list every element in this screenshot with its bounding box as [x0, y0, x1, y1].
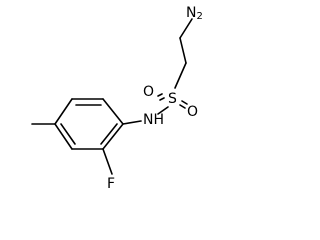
ring-double-bond-left — [60, 123, 76, 145]
ring-bond-3 — [54, 98, 73, 125]
chemical-structure-diagram: N2 S O O NH F — [31, 5, 203, 192]
bond-fluorine — [102, 148, 113, 175]
ring-bond-4 — [54, 123, 73, 150]
bond-c1-c2 — [179, 37, 187, 64]
bond-sulfur-oxygen-left-b — [159, 97, 165, 101]
bond-sulfur-oxygen-left-a — [157, 93, 163, 97]
atom-oxygen-right: O — [187, 104, 198, 120]
atom-fluorine: F — [107, 176, 115, 192]
atom-amine: N2 — [186, 5, 203, 22]
bond-sulfur-oxygen-right-b — [179, 104, 186, 109]
bond-nh-ring — [122, 120, 142, 125]
bond-sulfur-oxygen-right-a — [181, 100, 188, 105]
ring-double-bond-right — [100, 123, 118, 145]
atom-oxygen-left: O — [143, 84, 154, 100]
atom-nh: NH — [143, 112, 164, 128]
ring-bond-6 — [102, 123, 124, 150]
ring-bond-1 — [102, 98, 124, 125]
atom-sulfur: S — [168, 91, 177, 107]
bond-c2-sulfur — [174, 62, 187, 89]
bond-amine-c1 — [179, 18, 193, 39]
bond-sulfur-nh — [157, 106, 169, 115]
